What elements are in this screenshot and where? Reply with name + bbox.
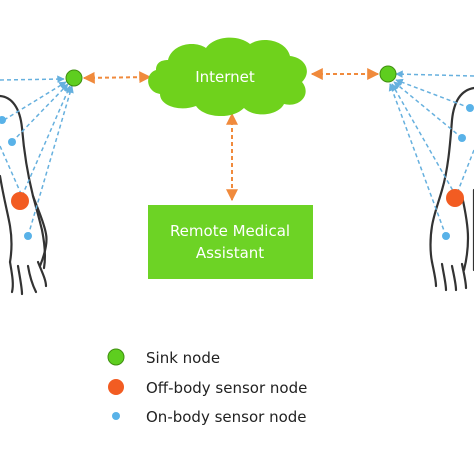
right-on-body-sensor-node-1 — [458, 134, 466, 142]
left-on-body-sensor-node-1 — [8, 138, 16, 146]
left-body-figure — [0, 94, 48, 296]
left-sink-node — [65, 69, 83, 87]
right-sink-node — [379, 65, 397, 83]
legend-off-body-marker — [108, 379, 124, 395]
legend-sink-node-label: Sink node — [146, 349, 220, 367]
right-on-body-sensor-node-3 — [466, 104, 474, 112]
left-on-body-sensor-node-2 — [24, 232, 32, 240]
right-body-figure — [429, 86, 474, 292]
legend-item-off-body-sensor-node: Off-body sensor node — [108, 379, 307, 397]
left-off-body-sensor-node — [11, 192, 29, 210]
internet-cloud: Internet — [148, 37, 307, 117]
legend-off-body-label: Off-body sensor node — [146, 379, 307, 397]
internet-label: Internet — [195, 68, 255, 86]
legend-on-body-marker — [112, 412, 120, 420]
legend: Sink node Off-body sensor node On-body s… — [107, 348, 307, 426]
legend-on-body-label: On-body sensor node — [146, 408, 307, 426]
right-off-body-sensor-node — [446, 189, 464, 207]
left-sink-to-internet-link — [82, 71, 152, 84]
legend-sink-node-marker — [107, 348, 125, 366]
right-sensor-links — [388, 70, 474, 237]
left-on-body-sensor-node-3 — [0, 116, 6, 124]
network-links — [82, 68, 380, 202]
right-nodes — [379, 65, 474, 240]
remote-medical-assistant-box: Remote Medical Assistant — [148, 205, 313, 279]
legend-item-on-body-sensor-node: On-body sensor node — [112, 408, 307, 426]
assistant-label-line1: Remote Medical — [170, 222, 290, 240]
left-sensor-links — [0, 75, 74, 237]
assistant-label-line2: Assistant — [196, 244, 264, 262]
legend-item-sink-node: Sink node — [107, 348, 220, 367]
left-nodes — [0, 69, 83, 240]
right-on-body-sensor-node-2 — [442, 232, 450, 240]
